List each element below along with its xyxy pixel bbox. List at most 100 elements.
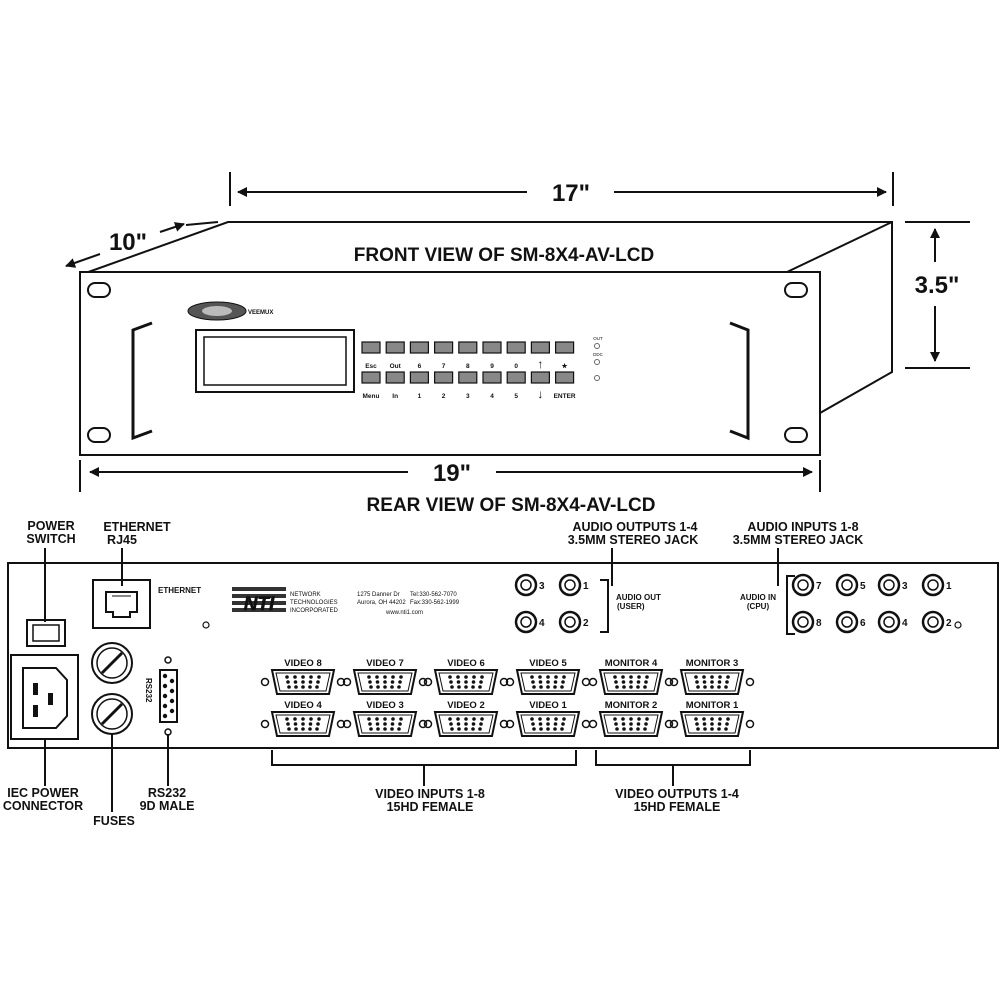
vga-connector[interactable]: VIDEO 3 — [342, 700, 428, 737]
audio-jack[interactable]: 3 — [877, 573, 908, 597]
audio-jack[interactable]: 7 — [791, 573, 822, 597]
audio-jack[interactable]: 1 — [558, 573, 589, 597]
keypad-key-label: ↑ — [537, 357, 543, 371]
audio-jack-label: 2 — [583, 618, 589, 629]
dim-19-label: 19" — [433, 460, 471, 487]
vga-connector[interactable]: VIDEO 4 — [260, 700, 346, 737]
keypad-key[interactable]: ↑ — [530, 341, 551, 371]
audio-jack-label: 3 — [902, 581, 908, 592]
audio-jack-label: 4 — [539, 618, 545, 629]
keypad-key-label: 6 — [418, 363, 422, 370]
keypad-key-label: 3 — [466, 393, 470, 400]
keypad-key-label: ENTER — [554, 393, 576, 400]
svg-text:15HD FEMALE: 15HD FEMALE — [387, 800, 474, 814]
svg-text:VEEMUX: VEEMUX — [248, 310, 273, 316]
audio-jack[interactable]: 5 — [835, 573, 866, 597]
keypad-key[interactable]: 6 — [409, 341, 429, 370]
svg-text:9D MALE: 9D MALE — [140, 799, 195, 813]
svg-text:Fax:330-562-1999: Fax:330-562-1999 — [410, 600, 460, 606]
vga-connector[interactable]: MONITOR 2 — [588, 700, 674, 737]
veemux-logo: VEEMUX — [187, 301, 273, 321]
vga-connector[interactable]: MONITOR 3 — [669, 658, 755, 695]
audio-jack-label: 1 — [583, 581, 589, 592]
rs232-pin — [169, 678, 175, 684]
vga-connector[interactable]: VIDEO 1 — [505, 700, 591, 737]
iec-power-connector[interactable] — [10, 654, 79, 740]
vga-connector-label: MONITOR 3 — [686, 658, 739, 669]
dim-10-label: 10" — [109, 229, 147, 256]
audio-jack[interactable]: 4 — [877, 610, 908, 634]
nti-logo: NTI — [232, 587, 286, 615]
svg-text:Tel:330-562-7070: Tel:330-562-7070 — [410, 592, 457, 598]
keypad-key[interactable]: Menu — [361, 371, 381, 400]
audio-jack-label: 4 — [902, 618, 908, 629]
vga-connector[interactable]: VIDEO 8 — [260, 658, 346, 695]
keypad-key[interactable]: ↓ — [530, 371, 551, 401]
callout-ethernet-rj45: ETHERNET RJ45 — [103, 520, 171, 547]
keypad-key[interactable]: 7 — [434, 341, 454, 370]
svg-text:NTI: NTI — [244, 594, 275, 615]
keypad-key[interactable]: ENTER — [554, 371, 576, 400]
fuse-holder-1[interactable] — [91, 642, 133, 684]
callout-audio-outputs: AUDIO OUTPUTS 1-4 3.5MM STEREO JACK — [568, 520, 699, 547]
keypad-key[interactable]: 9 — [482, 341, 502, 370]
audio-jack[interactable]: 1 — [921, 573, 952, 597]
audio-jack[interactable]: 3 — [514, 573, 545, 597]
rs232-pin — [162, 683, 168, 689]
svg-text:VIDEO OUTPUTS 1-4: VIDEO OUTPUTS 1-4 — [615, 787, 739, 801]
keypad-key[interactable]: Esc — [361, 341, 381, 370]
audio-jack[interactable]: 2 — [921, 610, 952, 634]
rs232-panel-label: RS232 — [144, 678, 153, 703]
vga-connector[interactable]: VIDEO 6 — [423, 658, 509, 695]
ethernet-port[interactable] — [92, 579, 151, 629]
vga-connector[interactable]: MONITOR 4 — [588, 658, 674, 695]
keypad-key[interactable]: 3 — [458, 371, 478, 400]
svg-text:(USER): (USER) — [617, 602, 645, 611]
vga-connector-label: VIDEO 1 — [529, 700, 567, 711]
bracket-video-outputs — [595, 750, 751, 766]
mount-hole-bl — [87, 427, 111, 443]
vga-connector-label: VIDEO 5 — [529, 658, 567, 669]
callout-video-outputs: VIDEO OUTPUTS 1-4 15HD FEMALE — [615, 787, 739, 814]
keypad-key[interactable]: In — [385, 371, 405, 400]
vga-connector-label: VIDEO 6 — [447, 658, 485, 669]
audio-jack[interactable]: 4 — [514, 610, 545, 634]
front-view: 17" 10" 3.5" 19" FRONT VIEW OF SM-8X4-AV… — [65, 172, 970, 492]
rs232-port[interactable] — [159, 656, 178, 736]
keypad-key[interactable]: 0 — [506, 341, 526, 370]
keypad-key[interactable]: ★ — [554, 341, 575, 370]
audio-jack[interactable]: 6 — [835, 610, 866, 634]
rs232-pin — [162, 713, 168, 719]
svg-text:1275 Danner Dr: 1275 Danner Dr — [357, 592, 400, 598]
keypad-key[interactable]: Out — [385, 341, 405, 370]
dim-10-tick — [185, 221, 219, 226]
callout-fuses: FUSES — [93, 814, 135, 828]
keypad-key-label: 5 — [514, 393, 518, 400]
vga-connector[interactable]: VIDEO 2 — [423, 700, 509, 737]
audio-jack[interactable]: 8 — [791, 610, 822, 634]
audio-jack[interactable]: 2 — [558, 610, 589, 634]
callout-rs232: RS232 9D MALE — [140, 786, 195, 813]
svg-text:IEC POWER: IEC POWER — [7, 786, 79, 800]
dim-35-label: 3.5" — [915, 272, 960, 299]
keypad-key[interactable]: 1 — [409, 371, 429, 400]
audio-jack-label: 2 — [946, 618, 952, 629]
keypad-key[interactable]: 5 — [506, 371, 526, 400]
front-view-title: FRONT VIEW OF SM-8X4-AV-LCD — [354, 245, 654, 266]
keypad-key-label: 9 — [490, 363, 494, 370]
keypad-key-label: In — [392, 393, 398, 400]
keypad-key[interactable]: 4 — [482, 371, 502, 400]
vga-connector[interactable]: VIDEO 7 — [342, 658, 428, 695]
svg-text:TECHNOLOGIES: TECHNOLOGIES — [290, 600, 338, 606]
rear-panel — [7, 562, 999, 749]
audio-out-panel-label: AUDIO OUT (USER) — [616, 593, 661, 611]
fuse-holder-2[interactable] — [91, 693, 133, 735]
power-switch[interactable] — [26, 619, 66, 647]
keypad-key[interactable]: 8 — [458, 341, 478, 370]
svg-text:AUDIO OUT: AUDIO OUT — [616, 593, 661, 602]
vga-connector[interactable]: MONITOR 1 — [669, 700, 755, 737]
keypad-key[interactable]: 2 — [434, 371, 454, 400]
